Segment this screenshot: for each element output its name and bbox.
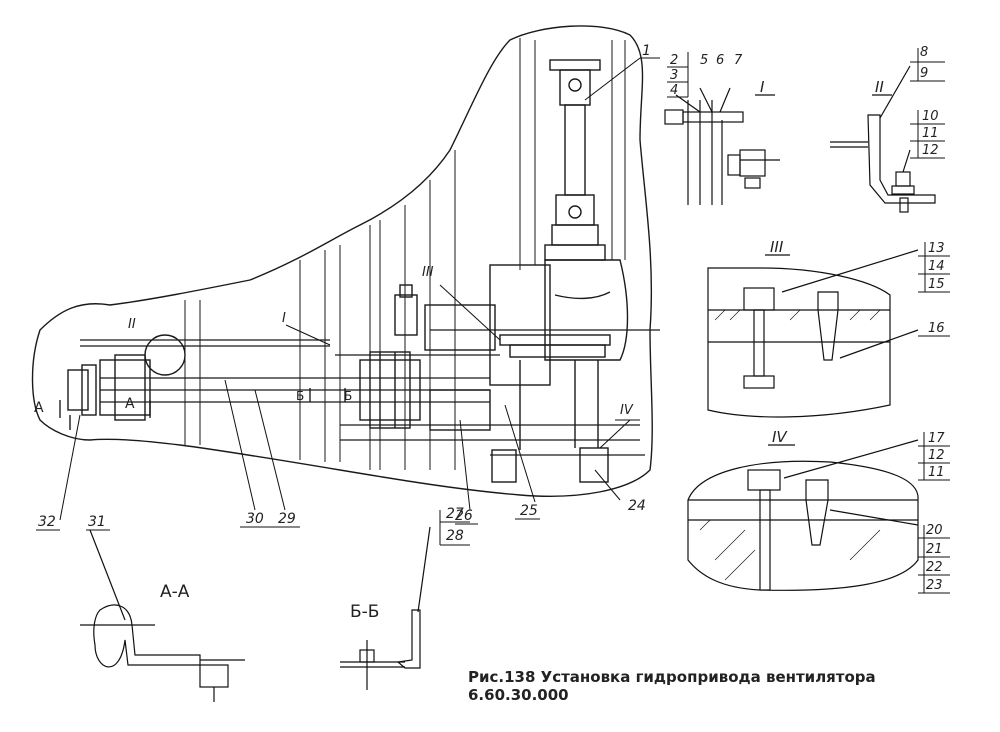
support-feet — [491, 360, 609, 483]
callout-22: 22 — [926, 560, 943, 575]
callout-31: 31 — [88, 514, 106, 530]
callout-25: 25 — [520, 503, 538, 519]
detail-iv-title: IV — [772, 428, 788, 446]
callout-24: 24 — [628, 498, 646, 514]
callout-14: 14 — [928, 259, 945, 274]
detail-iii: III — [707, 238, 919, 418]
callout-27: 27 — [446, 506, 464, 522]
callout-9: 9 — [920, 66, 928, 81]
main-section-markers — [59, 388, 346, 418]
callout-8: 8 — [920, 45, 928, 60]
section-marker-a-right: А — [125, 396, 135, 412]
callout-11-iv: 11 — [928, 465, 945, 480]
section-marker-b-left: Б — [296, 389, 304, 403]
coupling-group — [67, 334, 491, 431]
callout-12-iv: 12 — [928, 448, 945, 463]
callout-26: 26 — [455, 508, 473, 524]
callout-11: 11 — [922, 126, 939, 141]
frame-lines — [184, 38, 626, 470]
section-marker-b-right: Б — [344, 389, 352, 403]
section-aa-title: А-А — [160, 582, 190, 602]
callout-17: 17 — [928, 431, 945, 446]
cardan-shaft — [544, 59, 606, 261]
figure-caption: Рис.138 Установка гидропривода вентилято… — [468, 668, 876, 704]
section-marker-a-left: А — [34, 400, 44, 416]
callout-13: 13 — [928, 241, 945, 256]
callout-21: 21 — [926, 542, 943, 557]
callout-15: 15 — [928, 277, 945, 292]
callout-12: 12 — [922, 143, 939, 158]
callout-28: 28 — [446, 528, 464, 544]
caption-code: 6.60.30.000 — [468, 686, 569, 704]
callout-30: 30 — [246, 511, 264, 527]
callout-23: 23 — [926, 578, 943, 593]
callout-6: 6 — [716, 53, 724, 68]
callout-3: 3 — [670, 68, 678, 83]
callout-29: 29 — [278, 511, 296, 527]
main-assembly-view — [31, 25, 660, 497]
main-leaders — [59, 57, 660, 521]
callout-10: 10 — [922, 109, 939, 124]
view-mark-iv-main: IV — [620, 403, 634, 418]
callout-20: 20 — [926, 523, 943, 538]
callout-1: 1 — [642, 43, 651, 59]
callout-16: 16 — [928, 321, 945, 336]
view-mark-i-main: I — [282, 311, 286, 326]
view-mark-ii-main: II — [128, 317, 136, 332]
callout-2: 2 — [670, 53, 678, 68]
section-bb-title: Б-Б — [350, 602, 379, 622]
detail-ii: II — [830, 65, 936, 213]
cutaway-boundary — [31, 25, 653, 497]
section-aa: А-А — [80, 529, 245, 702]
detail-iv: IV — [687, 428, 919, 591]
detail-iii-title: III — [770, 238, 784, 256]
callout-4: 4 — [670, 83, 678, 98]
horizontal-frames — [80, 329, 660, 456]
callout-5: 5 — [700, 53, 708, 68]
callout-32: 32 — [38, 514, 56, 530]
callout-7: 7 — [734, 53, 743, 68]
view-mark-iii-main: III — [422, 265, 434, 280]
caption-title: Рис.138 Установка гидропривода вентилято… — [468, 668, 876, 686]
detail-ii-title: II — [875, 78, 884, 96]
section-bb: Б-Б — [340, 526, 431, 690]
detail-i: I — [664, 78, 780, 205]
detail-i-title: I — [760, 78, 765, 96]
